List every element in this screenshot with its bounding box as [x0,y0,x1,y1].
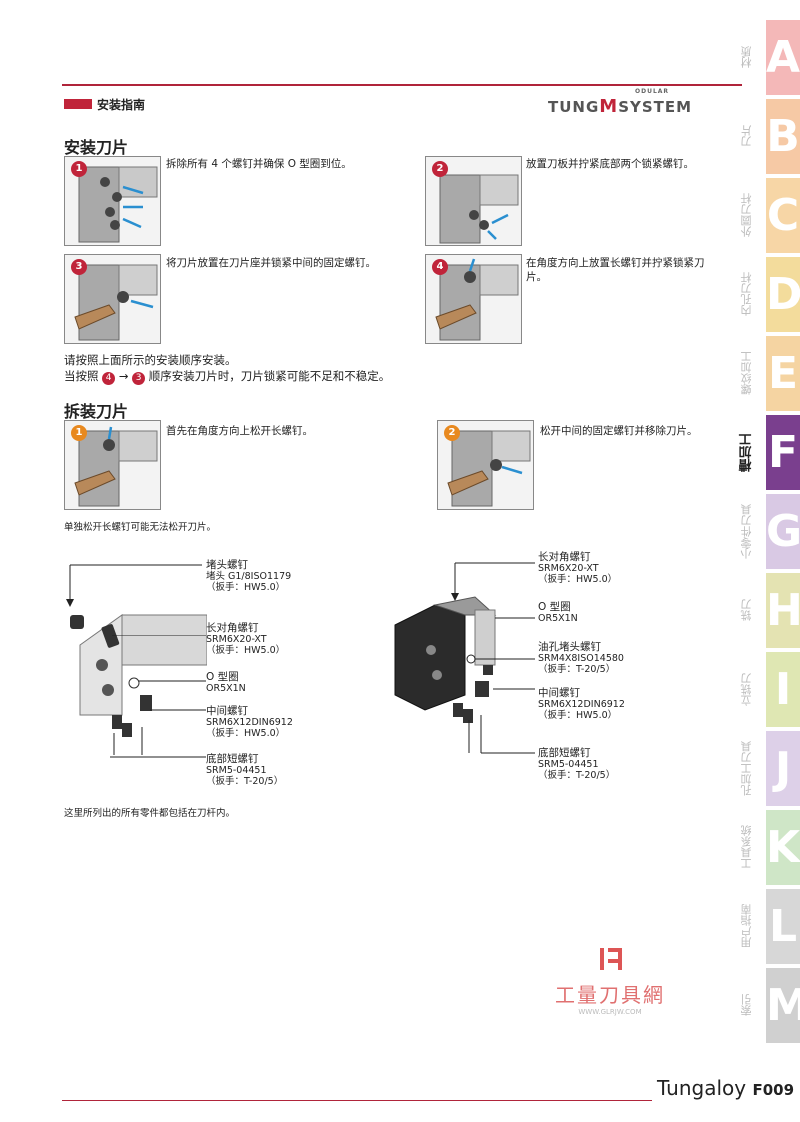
side-tab-label: 索引 [740,994,753,1017]
holder-illustration [74,426,158,507]
install-step-4-text: 在角度方向上放置长螺钉并拧紧锁紧刀片。 [526,257,705,283]
side-tab-b[interactable]: 刀片 B [730,99,800,174]
exploded-view-holder-left [66,564,207,755]
holder-illustration [447,430,531,507]
side-tab-j[interactable]: 孔加工刀具 J [730,731,800,806]
remove-note: 单独松开长螺钉可能无法松开刀片。 [64,522,217,533]
side-tab-f[interactable]: 槽加工 F [730,415,800,490]
watermark-url: WWW.GLRJW.COM [578,1008,642,1016]
side-tab-l[interactable]: 用户指南 L [730,889,800,964]
side-tab-letter: I [766,652,800,727]
side-tab-label: 用户指南 [740,904,753,949]
side-tab-a[interactable]: 材质 A [730,20,800,95]
side-tab-letter: A [766,20,800,95]
part-right-5: 底部短螺钉 SRM5-04451 （扳手：T-20/5） [538,747,616,782]
side-tab-letter: K [766,810,800,885]
remove-step-2-text: 松开中间的固定螺钉并移除刀片。 [540,425,698,437]
holder-illustration [74,264,158,341]
install-step-2-text: 放置刀板并拧紧底部两个锁紧螺钉。 [526,158,694,170]
side-tab-letter: J [766,731,800,806]
tungmsystem-logo: TUNGMSYSTEM ODULAR [548,88,693,117]
step-badge-3: 3 [132,372,146,385]
install-step-4-photo: 4 [425,254,522,344]
side-tab-c[interactable]: 外圆刀杆 C [730,178,800,253]
holder-illustration [435,258,519,341]
remove-title: 拆装刀片 [64,402,129,421]
side-tab-i[interactable]: 立铣刀 I [730,652,800,727]
part-right-1: 长对角螺钉 SRM6X20-XT （扳手：HW5.0） [538,551,618,586]
remove-step-1-text: 首先在角度方向上松开长螺钉。 [166,425,313,437]
page-number: F009 [752,1081,795,1099]
side-tab-h[interactable]: 铣刀 H [730,573,800,648]
side-tab-label: 螺纹加工 [740,351,753,396]
holder-illustration [439,174,519,244]
side-tab-letter: L [766,889,800,964]
step-number-badge: 2 [444,425,460,441]
side-tab-d[interactable]: 内孔刀杆 D [730,257,800,332]
section-title: 安装指南 [97,98,146,112]
part-right-4: 中间螺钉 SRM6X12DIN6912 （扳手：HW5.0） [538,687,625,722]
side-tab-k[interactable]: 工具系统 K [730,810,800,885]
step-badge-4: 4 [102,372,116,385]
part-left-1: 堵头螺钉 堵头 G1/8ISO1179 （扳手：HW5.0） [206,559,292,594]
side-tab-label: 孔加工刀具 [740,741,753,796]
part-right-2: O 型圈 OR5X1N [538,601,578,625]
leader-lines-left-parts [110,635,206,758]
footer-brand: Tungaloy F009 [657,1076,795,1100]
side-tab-letter: D [766,257,800,332]
holder-illustration [78,166,158,243]
side-tab-letter: G [766,494,800,569]
step-number-badge: 1 [71,161,87,177]
side-tab-letter: E [766,336,800,411]
remove-step-2-photo: 2 [437,420,534,510]
parts-note: 这里所列出的所有零件都包括在刀杆内。 [64,808,236,819]
part-left-2: 长对角螺钉 SRM6X20-XT （扳手：HW5.0） [206,622,286,657]
side-tab-e[interactable]: 螺纹加工 E [730,336,800,411]
section-marker [64,99,92,109]
watermark-name: 工量刀具網 [555,983,665,1007]
footer-rule [62,1100,652,1101]
install-title: 安装刀片 [64,138,129,157]
side-tab-label: 工具系统 [740,825,753,870]
side-tab-label: 内孔刀杆 [740,272,753,317]
header-rule [62,84,742,86]
remove-step-1-photo: 1 [64,420,161,510]
step-number-badge: 3 [71,259,87,275]
side-tab-label: 外圆刀杆 [740,193,753,238]
side-tab-label: 材质 [740,46,753,69]
watermark: 工量刀具網 WWW.GLRJW.COM [540,945,680,1016]
install-step-3-text: 将刀片放置在刀片座并锁紧中间的固定螺钉。 [166,257,376,269]
step-number-badge: 1 [71,425,87,441]
side-tab-letter: M [766,968,800,1043]
side-tab-letter: B [766,99,800,174]
part-left-4: 中间螺钉 SRM6X12DIN6912 （扳手：HW5.0） [206,705,293,740]
side-tab-letter: F [766,415,800,490]
part-left-5: 底部短螺钉 SRM5-04451 （扳手：T-20/5） [206,753,284,788]
install-note-1: 请按照上面所示的安装顺序安装。 [64,353,237,367]
side-tab-label: 立铣刀 [740,673,753,706]
side-tab-letter: C [766,178,800,253]
side-tab-label: 刀片 [740,125,753,148]
part-left-3: O 型圈 OR5X1N [206,671,246,695]
step-number-badge: 4 [432,259,448,275]
step-number-badge: 2 [432,161,448,177]
install-note-2: 当按照 4 → 3 顺序安装刀片时，刀片锁紧可能不足和不稳定。 [64,369,391,385]
install-step-2-photo: 2 [425,156,522,246]
side-tab-letter: H [766,573,800,648]
side-tab-g[interactable]: 小零件刀具 G [730,494,800,569]
install-step-3-photo: 3 [64,254,161,344]
part-right-3: 油孔堵头螺钉 SRM4X8ISO14580 （扳手：T-20/5） [538,641,624,676]
side-tab-label: 小零件刀具 [740,504,753,559]
install-step-1-photo: 1 [64,156,161,246]
side-tab-label: 槽加工 [739,433,755,472]
install-step-1-text: 拆除所有 4 个螺钉并确保 O 型圈到位。 [166,158,352,170]
exploded-view-holder-right [394,562,535,754]
side-tab-m[interactable]: 索引 M [730,968,800,1043]
side-tab-label: 铣刀 [740,599,753,622]
watermark-logo-icon [600,948,622,970]
